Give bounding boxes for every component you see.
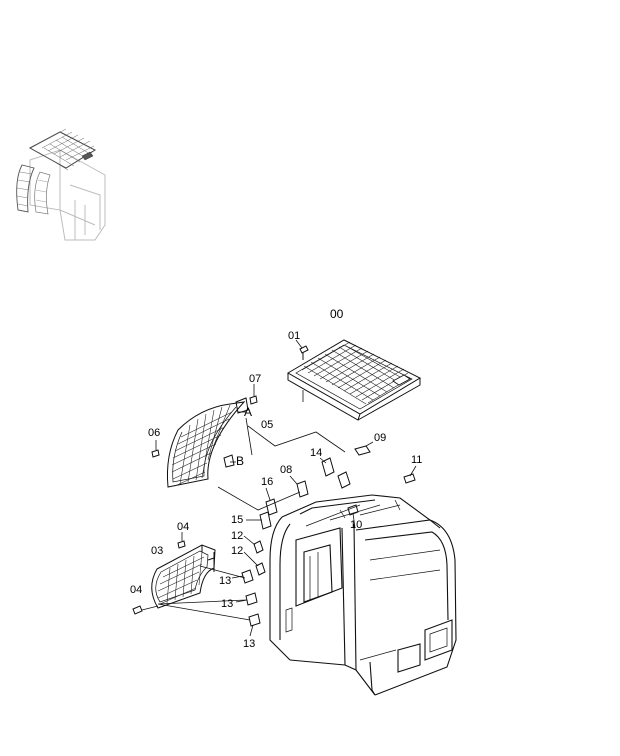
- roof-guard: [287, 339, 422, 421]
- bolt-04-bottom: [132, 605, 159, 615]
- callout-04-top: 04: [177, 521, 189, 533]
- bracket-08: [289, 475, 309, 498]
- callout-13-upper: 13: [219, 575, 231, 587]
- overview-thumbnail: [16, 128, 106, 241]
- front-upper-guard: [167, 397, 253, 488]
- callout-07: 07: [249, 373, 261, 385]
- bolt-07: [249, 384, 258, 405]
- front-lower-guard: [151, 544, 216, 609]
- bracket-10: [347, 504, 359, 529]
- bolt-04-top: [177, 532, 186, 549]
- bracket-14: [319, 457, 351, 489]
- callout-15: 15: [231, 514, 243, 526]
- callout-14: 14: [310, 447, 322, 459]
- bracket-09: [354, 441, 374, 456]
- callout-05: 05: [261, 419, 273, 431]
- bolt-06: [151, 440, 160, 458]
- callout-12-lower: 12: [231, 545, 243, 557]
- thumbnail-front-guard: [16, 164, 51, 215]
- callout-08: 08: [280, 464, 292, 476]
- item-05-outline: [217, 425, 346, 511]
- callout-06: 06: [148, 427, 160, 439]
- callout-01: 01: [288, 330, 300, 342]
- bracket-16: [265, 487, 278, 516]
- callout-00: 00: [330, 307, 344, 321]
- callout-09: 09: [374, 432, 386, 444]
- bracket-11: [403, 465, 417, 484]
- detail-label-b: B: [236, 454, 244, 468]
- bolt-01: [295, 339, 309, 360]
- callout-03: 03: [151, 545, 163, 557]
- callout-13-middle: 13: [221, 598, 233, 610]
- thumbnail-roof-guard: [28, 128, 97, 171]
- callout-04-bottom: 04: [130, 584, 142, 596]
- callout-16: 16: [261, 476, 273, 488]
- callout-13-lower: 13: [243, 638, 255, 650]
- bracket-15: [246, 511, 272, 530]
- operator-cab: [269, 494, 457, 696]
- bracket-13: [231, 569, 261, 637]
- callout-12-upper: 12: [231, 530, 243, 542]
- bracket-12: [243, 535, 266, 576]
- callout-11: 11: [411, 454, 422, 466]
- guard-leader-lines: [157, 565, 251, 621]
- detail-label-a: A: [244, 405, 252, 419]
- callout-10: 10: [350, 519, 362, 531]
